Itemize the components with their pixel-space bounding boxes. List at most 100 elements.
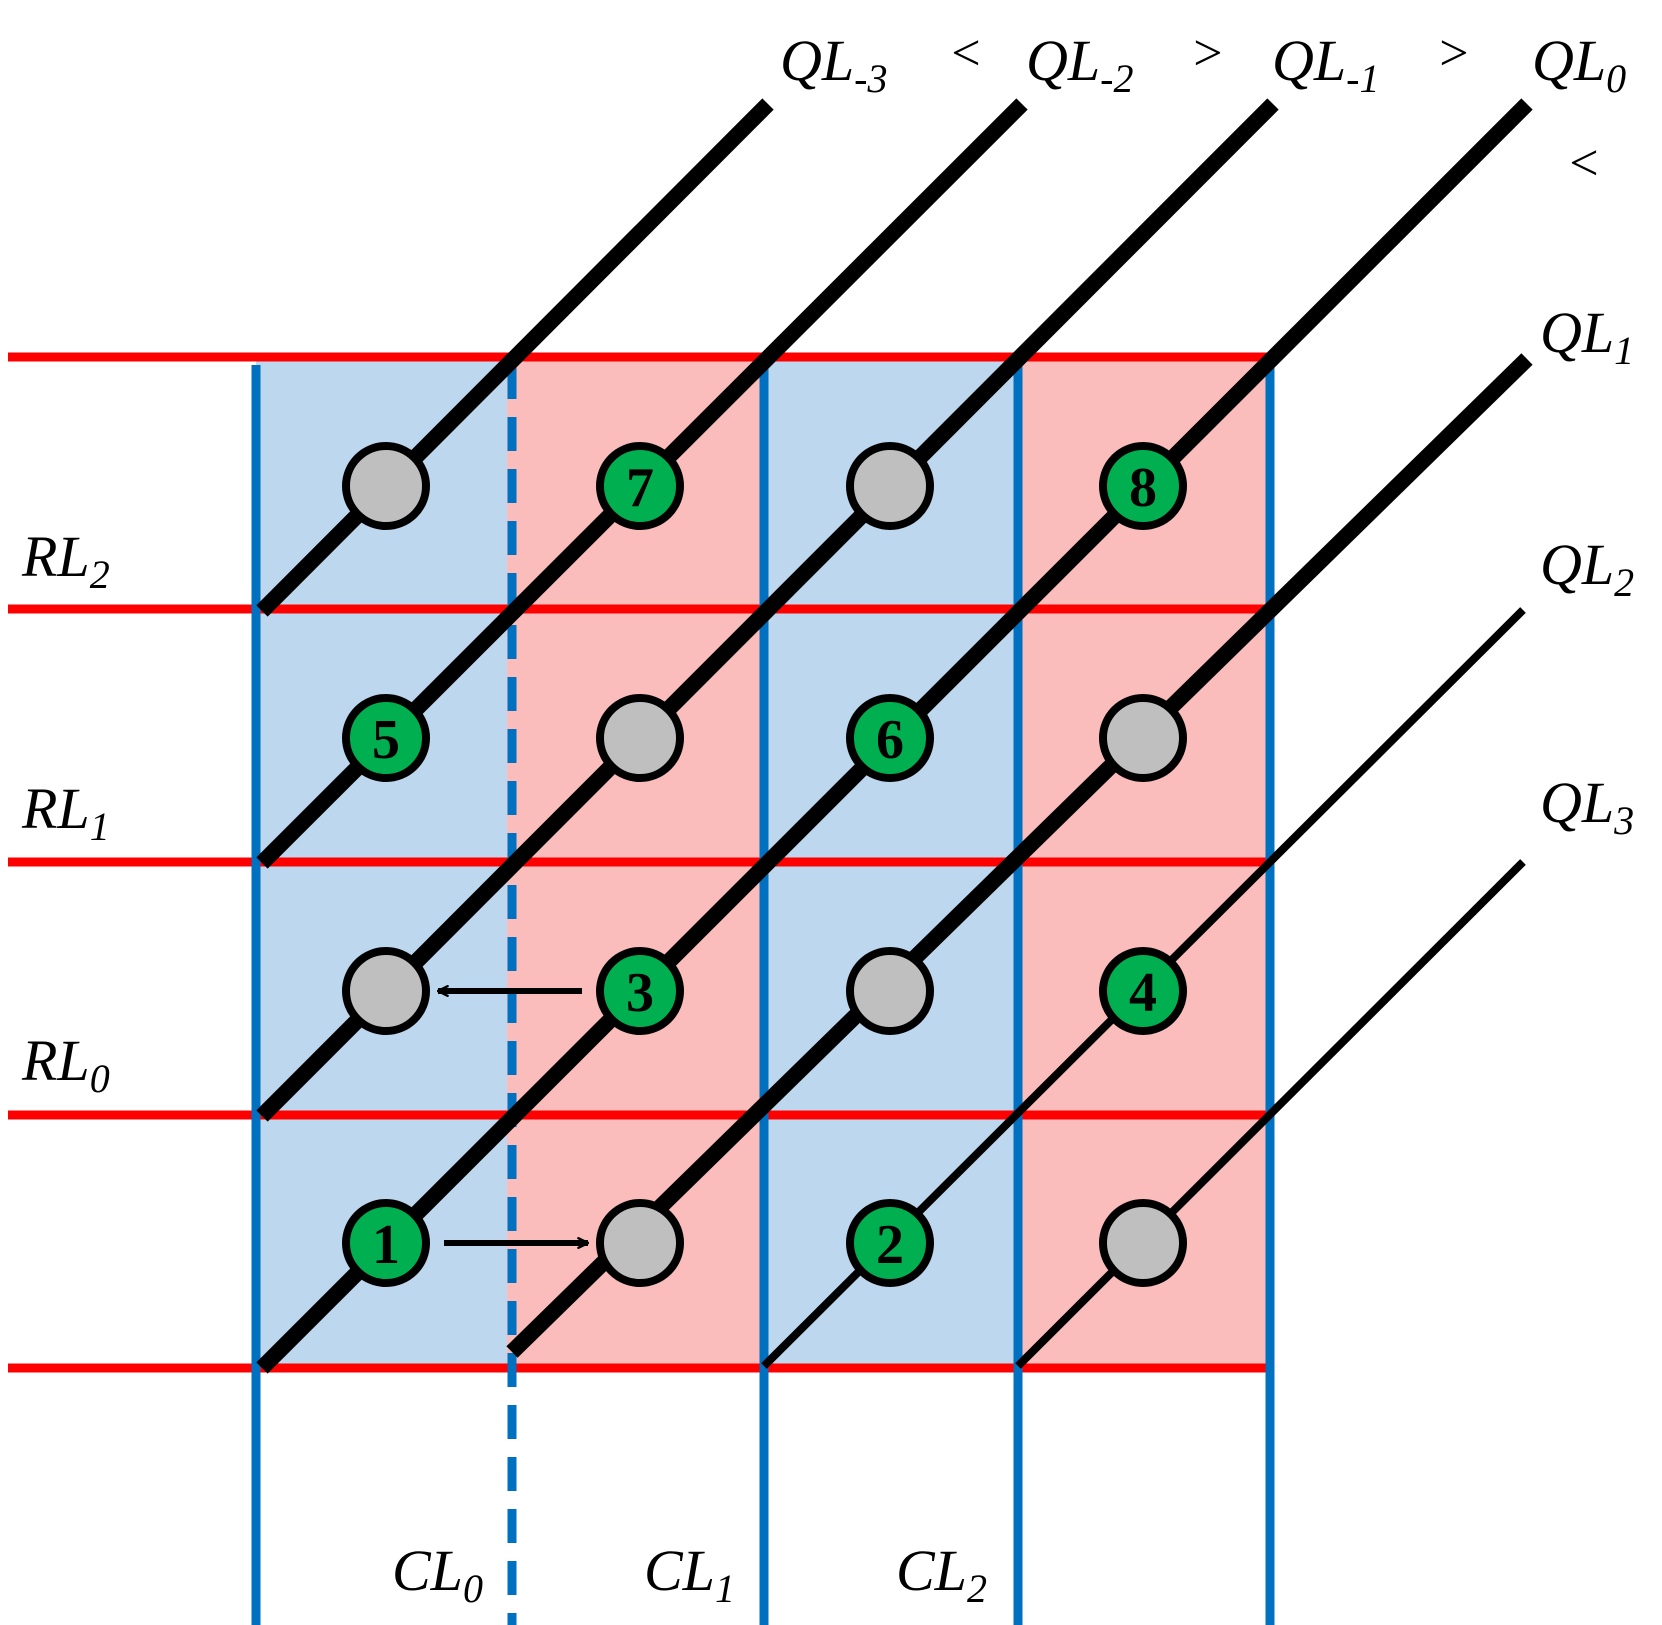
row-label-rl0: RL0 <box>21 1028 110 1101</box>
column-label-sub: 2 <box>967 1566 987 1611</box>
diagonal-line <box>256 98 1279 1122</box>
column-label-sub: 1 <box>715 1566 735 1611</box>
node-circle <box>596 947 684 1035</box>
svg-text:QL3: QL3 <box>1540 770 1634 843</box>
node-inactive <box>596 694 684 782</box>
svg-text:QL-3: QL-3 <box>780 28 887 101</box>
node-active: 7 <box>596 442 684 530</box>
node-active: 4 <box>1099 947 1187 1035</box>
node-number: 1 <box>372 1214 400 1276</box>
diagonal-line <box>506 353 1533 1358</box>
diagonal-label-sub: 0 <box>1606 56 1626 101</box>
node-number: 7 <box>626 457 654 519</box>
row-label-main: RL <box>21 524 90 589</box>
column-label-cl1: CL1 <box>644 1538 735 1611</box>
svg-text:CL2: CL2 <box>896 1538 987 1611</box>
node-circle <box>342 1199 430 1287</box>
row-label-sub: 2 <box>90 552 110 597</box>
comparison-symbol: < <box>948 25 983 82</box>
svg-text:RL0: RL0 <box>21 1028 110 1101</box>
node-inactive <box>1099 1199 1187 1287</box>
diagonal-label-ql-minus3: QL-3 <box>780 28 887 101</box>
column-label-main: CL <box>644 1538 715 1603</box>
column-label-cl0: CL0 <box>392 1538 483 1611</box>
diagonal-label-main: QL <box>1272 28 1346 93</box>
svg-text:RL2: RL2 <box>21 524 110 597</box>
node-inactive <box>342 947 430 1035</box>
node-circle <box>1099 1199 1187 1287</box>
row-label-rl1: RL1 <box>21 776 110 849</box>
node-active: 2 <box>846 1199 934 1287</box>
arrows <box>436 985 590 1249</box>
comparison-symbol: < <box>1566 135 1601 192</box>
node-circle <box>1099 694 1187 782</box>
diagonal-label-main: QL <box>1540 300 1614 365</box>
node-circle <box>596 442 684 530</box>
node-circle <box>1099 442 1187 530</box>
column-label-sub: 0 <box>463 1566 483 1611</box>
diagonal-label-sub: 2 <box>1614 560 1634 605</box>
node-inactive <box>1099 694 1187 782</box>
node-circle <box>596 694 684 782</box>
node-active: 6 <box>846 694 934 782</box>
diagonal-label-ql-minus2: QL-2 <box>1026 28 1133 101</box>
diagonal-label-sub: -1 <box>1346 56 1379 101</box>
row-label-sub: 1 <box>90 804 110 849</box>
column-label-cl2: CL2 <box>896 1538 987 1611</box>
node-inactive <box>596 1199 684 1287</box>
node-number: 4 <box>1129 962 1157 1024</box>
node-active: 1 <box>342 1199 430 1287</box>
svg-text:QL-2: QL-2 <box>1026 28 1133 101</box>
node-circle <box>846 947 934 1035</box>
row-label-main: RL <box>21 776 90 841</box>
node-inactive <box>846 947 934 1035</box>
node-circle <box>846 442 934 530</box>
svg-text:CL0: CL0 <box>392 1538 483 1611</box>
node-active: 5 <box>342 694 430 782</box>
node-number: 2 <box>876 1214 904 1276</box>
column-label-main: CL <box>392 1538 463 1603</box>
node-number: 3 <box>626 962 654 1024</box>
diagonal-label-ql-minus1: QL-1 <box>1272 28 1379 101</box>
diagonal-line <box>256 98 774 617</box>
diagonal-label-sub: 1 <box>1614 328 1634 373</box>
node-circle <box>342 442 430 530</box>
node-circle <box>846 694 934 782</box>
node-circle <box>342 694 430 782</box>
svg-text:CL1: CL1 <box>644 1538 735 1611</box>
svg-text:QL2: QL2 <box>1540 532 1634 605</box>
node-circle <box>846 1199 934 1287</box>
node-circle <box>596 1199 684 1287</box>
node-active: 3 <box>596 947 684 1035</box>
diagonal-label-ql2: QL2 <box>1540 532 1634 605</box>
node-number: 5 <box>372 709 400 771</box>
nodes: 1 2 3 4 5 6 7 8 <box>342 442 1187 1287</box>
svg-text:QL-1: QL-1 <box>1272 28 1379 101</box>
node-circle <box>342 947 430 1035</box>
diagonal-label-main: QL <box>780 28 854 93</box>
row-label-rl2: RL2 <box>21 524 110 597</box>
svg-text:RL1: RL1 <box>21 776 110 849</box>
column-label-main: CL <box>896 1538 967 1603</box>
node-active: 8 <box>1099 442 1187 530</box>
diagonal-label-sub: -3 <box>854 56 887 101</box>
diagonal-label-main: QL <box>1540 770 1614 835</box>
comparison-symbol: > <box>1436 25 1471 82</box>
diagonal-label-sub: 3 <box>1613 798 1634 843</box>
diagonal-label-main: QL <box>1532 28 1606 93</box>
row-lines <box>8 352 1270 1373</box>
node-inactive <box>342 442 430 530</box>
node-circle <box>1099 947 1187 1035</box>
diagonal-label-ql0: QL0 <box>1532 28 1626 101</box>
diagonal-label-main: QL <box>1026 28 1100 93</box>
column-lines <box>251 365 1275 1625</box>
node-number: 6 <box>876 709 904 771</box>
svg-text:QL1: QL1 <box>1540 300 1634 373</box>
diagonal-label-sub: -2 <box>1100 56 1133 101</box>
diagonal-label-ql3: QL3 <box>1540 770 1634 843</box>
diagonal-label-main: QL <box>1540 532 1614 597</box>
row-label-sub: 0 <box>90 1056 110 1101</box>
comparison-symbol: > <box>1190 25 1225 82</box>
